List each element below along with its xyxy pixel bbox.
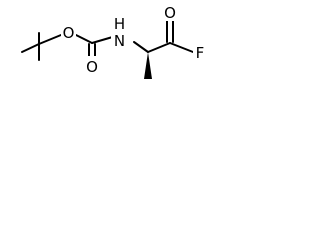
ester-oxygen-label: O: [63, 24, 75, 42]
acyl-carbonyl-oxygen-label: O: [164, 4, 176, 22]
tert-butyl-group: [21, 32, 62, 61]
stereo-wedge-methyl: [144, 52, 152, 79]
atom-labels: O O H N O F: [61, 3, 207, 76]
alanyl-fluoride-group: [133, 20, 194, 79]
amine-nitrogen-label: N: [114, 32, 125, 50]
carbamate-group: [75, 34, 117, 60]
fluorine-label: F: [196, 44, 205, 62]
amine-hydrogen-label: H: [114, 15, 125, 33]
bond-methyl-left: [21, 43, 40, 53]
bond-alpha-carbon-to-acyl-carbon: [147, 42, 171, 53]
chemical-structure: O O H N O F: [21, 3, 207, 79]
carbamate-carbonyl-oxygen-label: O: [86, 58, 98, 76]
bond-nitrogen-to-alpha-carbon: [133, 41, 149, 53]
bond-ester-oxygen-to-carbonyl-carbon: [75, 34, 93, 44]
bond-acyl-carbon-to-fluorine: [169, 42, 194, 53]
bond-quaternary-to-ester-oxygen: [38, 34, 62, 45]
